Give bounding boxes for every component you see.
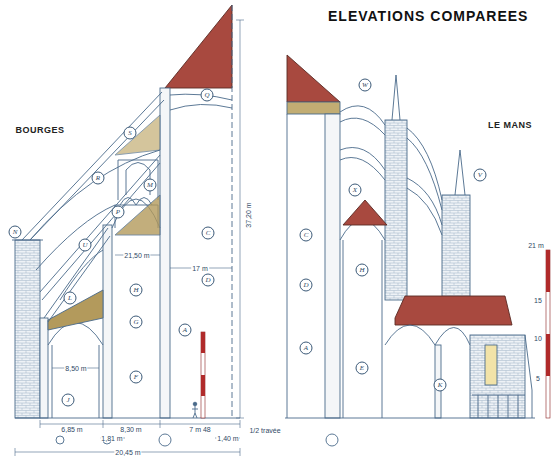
callout-letter: A [300,342,313,355]
callout-letter: K [434,379,447,392]
callout-letter: P [112,206,125,219]
dimension-label: 15 [533,297,543,304]
dimension-label: 37,20 m [245,201,252,228]
dimension-label: 6,85 m [60,426,83,433]
dimension-label: 1,40 m [216,435,239,442]
callout-letter: L [64,292,77,305]
dimension-label: 5 [535,375,541,382]
callout-letter: A [179,324,192,337]
callout-letter: R [92,172,105,185]
dimension-label: 21 m [527,242,545,249]
dimension-label: 1/2 travée [248,427,281,434]
callout-letter: U [79,239,92,252]
callout-letter: C [202,227,215,240]
callout-letter: H [356,264,369,277]
callout-letter: J [62,394,75,407]
callout-letter: C [300,229,313,242]
callout-letter: Q [201,89,214,102]
dimension-label: 17 m [191,265,209,272]
section-title: BOURGES [15,125,64,135]
dimension-label: 8,50 m [64,365,87,372]
callout-letter: D [202,274,215,287]
dimension-label: 10 [533,335,543,342]
section-title: LE MANS [488,120,532,130]
dimension-label: 21,50 m [123,252,150,259]
callout-letter: G [130,316,143,329]
callout-letter: N [9,226,22,239]
callout-letter: E [356,362,369,375]
dimension-label: 7 m 48 [188,426,211,433]
callout-letter: M [144,179,157,192]
dimension-label: 8,30 m [119,426,142,433]
callout-letter: W [359,79,372,92]
callout-letter: V [474,169,487,182]
callout-letter: X [349,184,362,197]
callout-letter: H [130,284,143,297]
dimension-label: 20,45 m [114,449,141,456]
callout-letter: S [124,127,137,140]
dimension-label: 1,81 m [100,435,123,442]
callout-letter: F [130,371,143,384]
callout-letter: D [300,279,313,292]
title: ELEVATIONS COMPAREES [328,8,528,24]
